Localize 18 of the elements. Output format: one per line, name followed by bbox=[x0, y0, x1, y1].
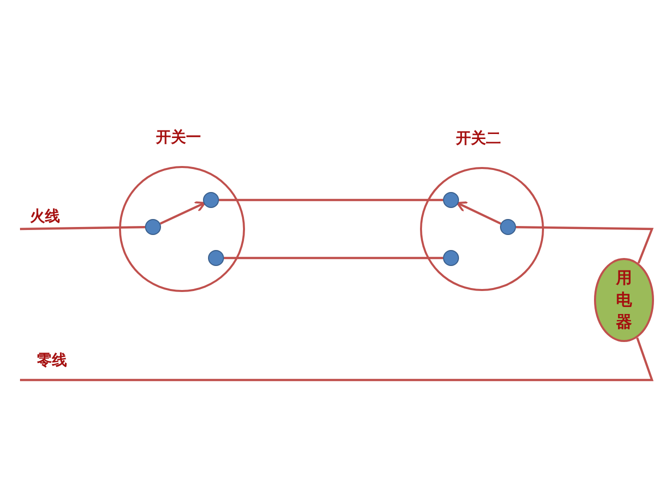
terminal-dot bbox=[208, 250, 224, 266]
terminal-dot bbox=[203, 192, 219, 208]
terminal-dot bbox=[145, 219, 161, 235]
wire-label: 火线 bbox=[30, 207, 60, 226]
switch-lever bbox=[160, 201, 206, 225]
switch-label: 开关二 bbox=[456, 129, 501, 148]
wire bbox=[20, 226, 146, 230]
wire bbox=[224, 256, 443, 260]
wire bbox=[219, 198, 443, 202]
terminal-dot bbox=[443, 192, 459, 208]
terminal-dot bbox=[443, 250, 459, 266]
switch-label: 开关一 bbox=[156, 128, 201, 147]
terminal-dot bbox=[500, 219, 516, 235]
wire bbox=[20, 337, 654, 382]
wire-label: 零线 bbox=[37, 351, 67, 370]
switch-lever bbox=[456, 201, 502, 225]
wire bbox=[516, 226, 654, 264]
appliance-label: 用电器 bbox=[616, 267, 632, 333]
